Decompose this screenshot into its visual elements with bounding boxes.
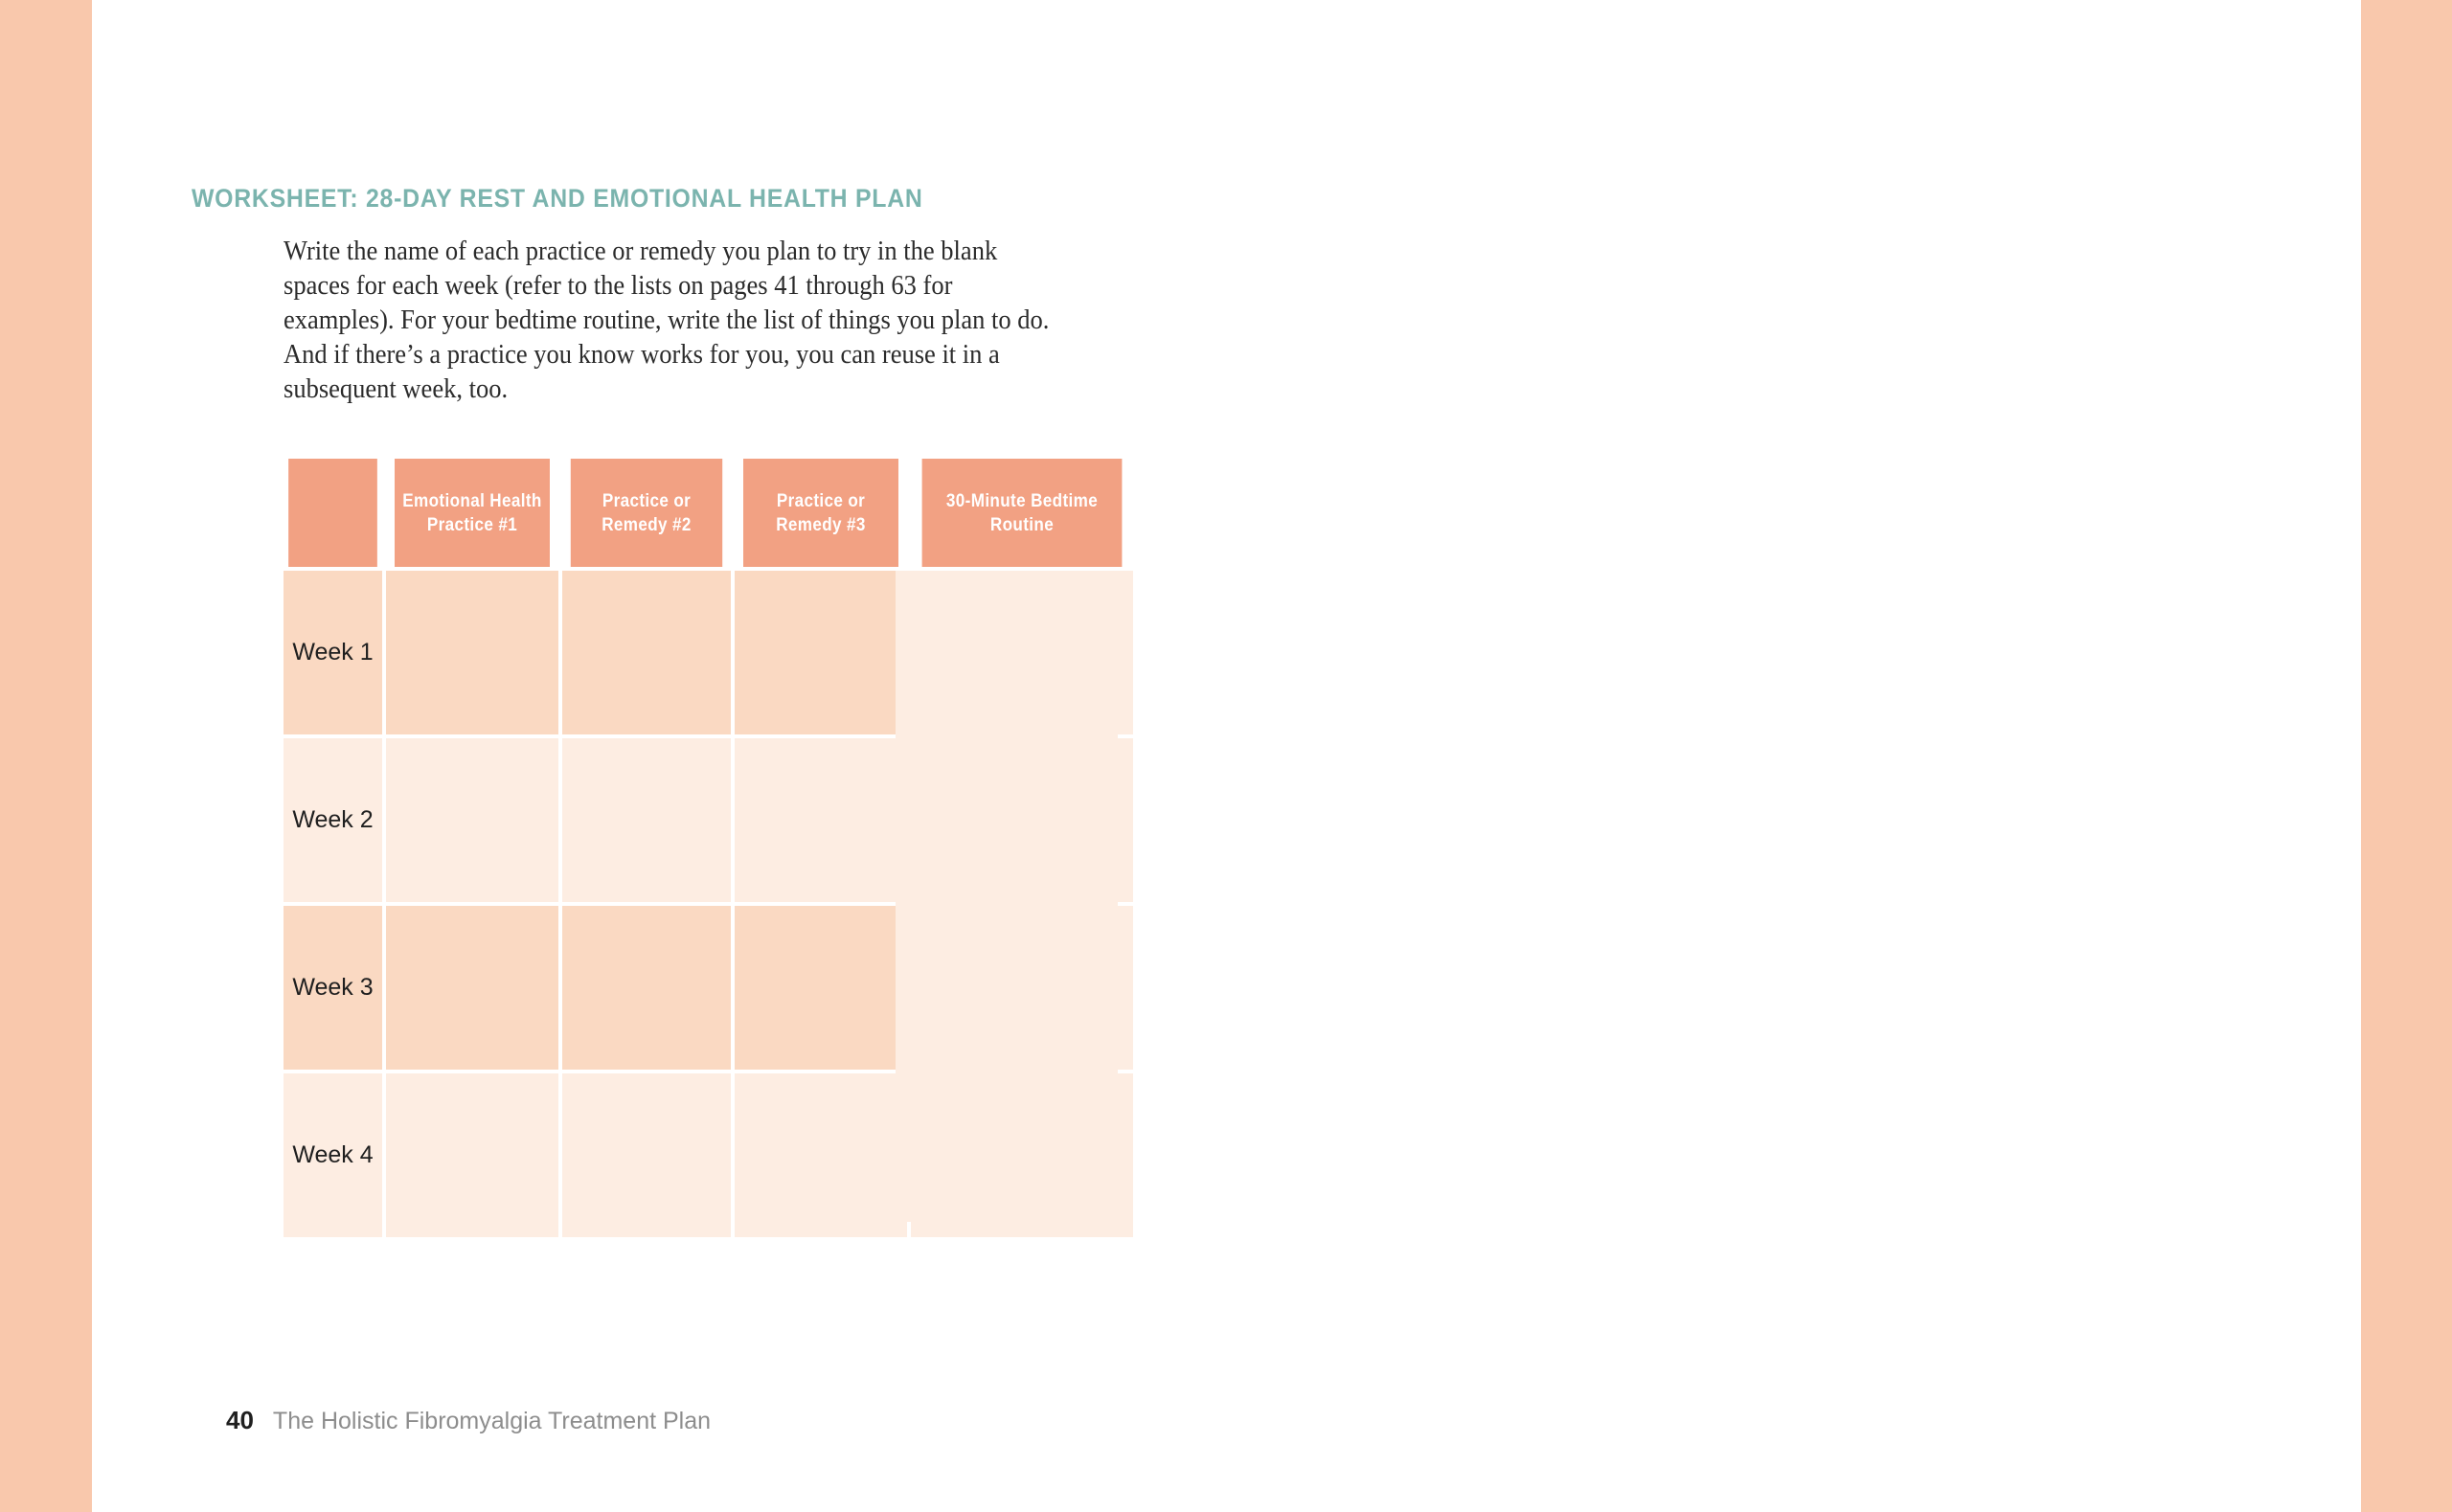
- cell-week2-remedy2[interactable]: [562, 738, 731, 902]
- cell-week1-remedy3[interactable]: [735, 571, 907, 734]
- cell-bedtime-routine-merged[interactable]: [896, 571, 1118, 1222]
- cell-week3-practice1[interactable]: [386, 906, 558, 1070]
- cell-week1-remedy2[interactable]: [562, 571, 731, 734]
- cell-week3-remedy3[interactable]: [735, 906, 907, 1070]
- folio-left: 40: [226, 1406, 254, 1434]
- cell-week4-practice1[interactable]: [386, 1073, 558, 1237]
- worksheet-heading: WORKSHEET: 28-DAY REST AND EMOTIONAL HEA…: [192, 184, 923, 213]
- right-edge-bar: [2361, 0, 2452, 1512]
- cell-week4-remedy3[interactable]: [735, 1073, 907, 1237]
- cell-week2-remedy3[interactable]: [735, 738, 907, 902]
- cell-week2-practice1[interactable]: [386, 738, 558, 902]
- table-header-bedtime-routine: 30-Minute Bedtime Routine: [921, 459, 1123, 567]
- cell-week4-remedy2[interactable]: [562, 1073, 731, 1237]
- row-label-week-3: Week 3: [284, 906, 382, 1070]
- left-page: WORKSHEET: 28-DAY REST AND EMOTIONAL HEA…: [92, 0, 1226, 1512]
- worksheet-intro-paragraph: Write the name of each practice or remed…: [284, 237, 1050, 404]
- table-corner-cell: [288, 459, 377, 567]
- left-page-footer: 40 The Holistic Fibromyalgia Treatment P…: [226, 1406, 711, 1435]
- row-label-week-1: Week 1: [284, 571, 382, 734]
- left-edge-bar: [0, 0, 92, 1512]
- row-label-week-2: Week 2: [284, 738, 382, 902]
- table-header-remedy-3: Practice or Remedy #3: [743, 459, 898, 567]
- row-label-week-4: Week 4: [284, 1073, 382, 1237]
- table-header-remedy-2: Practice or Remedy #2: [570, 459, 723, 567]
- cell-week3-remedy2[interactable]: [562, 906, 731, 1070]
- table-header-practice-1: Emotional Health Practice #1: [395, 459, 550, 567]
- running-head-left: The Holistic Fibromyalgia Treatment Plan: [272, 1408, 712, 1434]
- right-page: REMEDIES FOR RELAXATION: [1226, 0, 2361, 1512]
- cell-week1-practice1[interactable]: [386, 571, 558, 734]
- worksheet-table: Emotional Health Practice #1 Practice or…: [284, 459, 1133, 1237]
